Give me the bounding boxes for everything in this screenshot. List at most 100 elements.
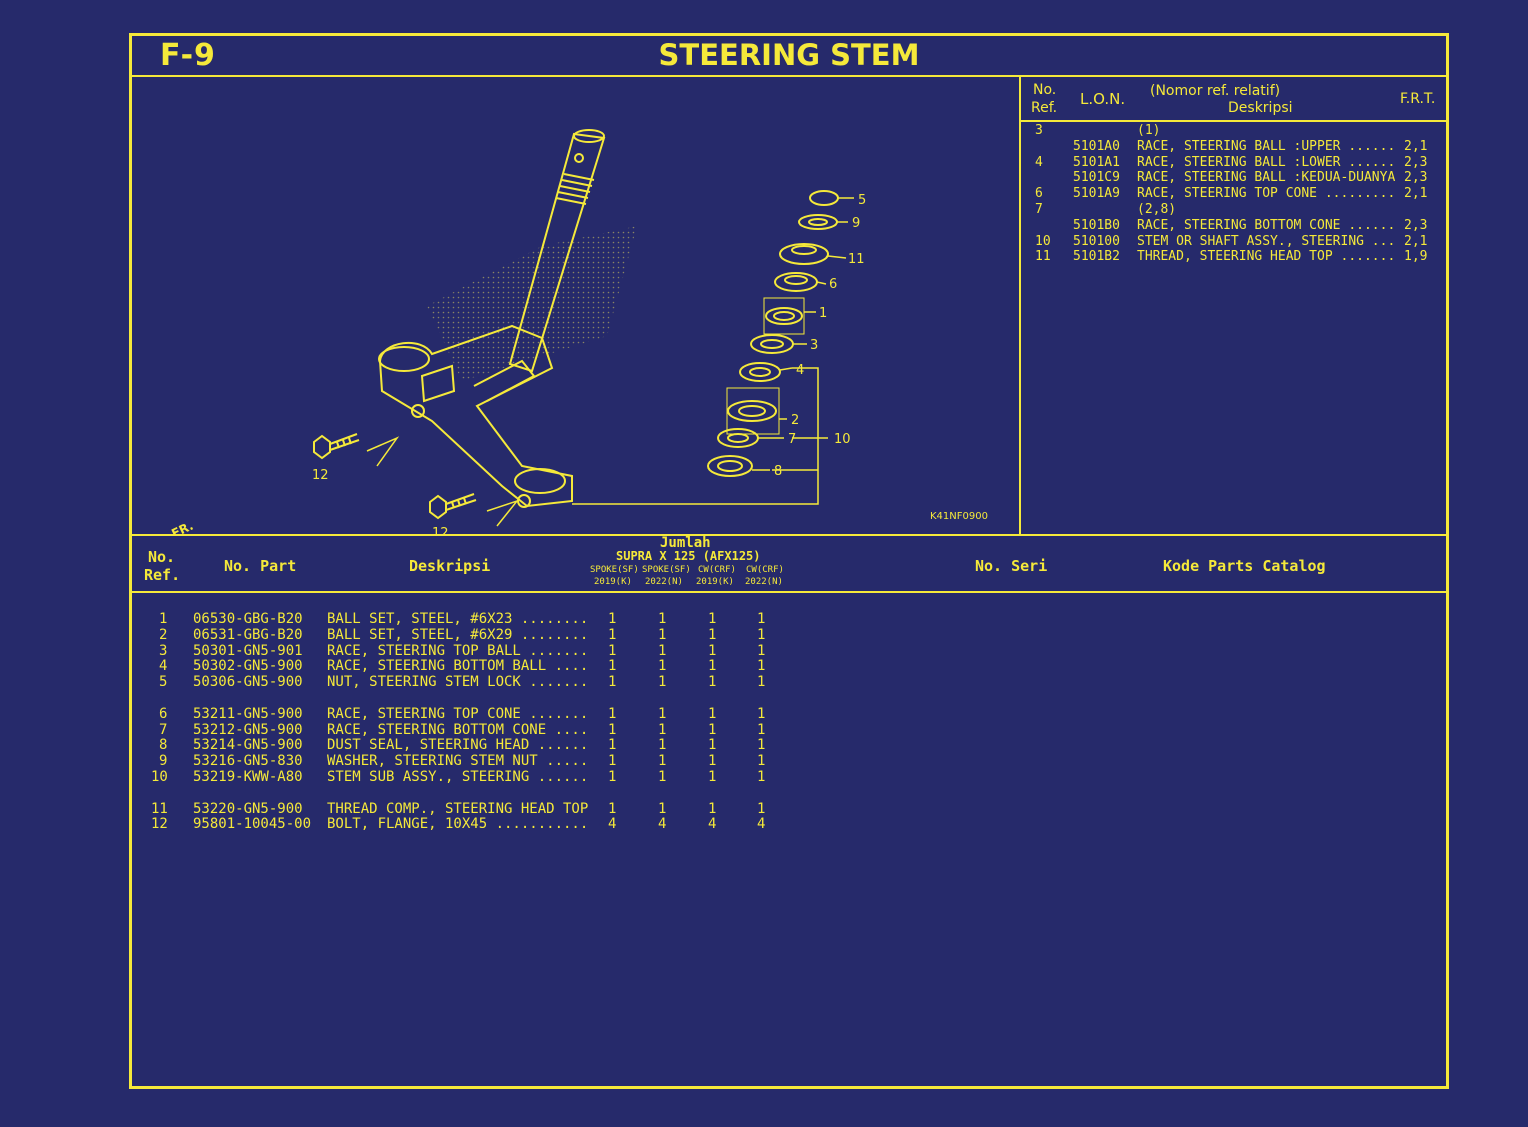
callout-5: 5 [858,193,866,208]
cell-part: 53216-GN5-830 [193,753,303,770]
related-desc: RACE, STEERING BALL :LOWER ...... [1137,154,1396,170]
cell-qty: 4 [608,816,617,833]
cell-part: 53220-GN5-900 [193,800,303,817]
cell-qty: 1 [757,769,766,785]
cell-qty: 1 [658,611,667,627]
col-part-no: No. Part [224,557,297,575]
callout-2: 2 [791,413,799,428]
related-frt: 2,1 [1404,233,1428,249]
col-no-ref-1: No. [148,548,176,566]
cell-qty: 1 [757,753,766,770]
callout-12a: 12 [312,468,329,483]
cell-ref: 1 [159,611,168,627]
cell-qty: 1 [757,721,766,738]
cell-desc: BALL SET, STEEL, #6X29 ........ [327,626,589,643]
cell-qty: 1 [608,705,617,722]
cell-desc: RACE, STEERING TOP CONE ....... [327,705,589,722]
related-ref: 10 [1035,233,1051,249]
related-lon: 5101A0 [1073,138,1120,154]
cell-desc: BOLT, FLANGE, 10X45 ........... [327,816,589,833]
cell-qty: 1 [658,626,667,643]
cell-qty: 1 [658,800,667,817]
related-ref: 3 [1035,123,1043,138]
cell-part: 53211-GN5-900 [193,705,303,722]
cell-part: 53212-GN5-900 [193,721,303,738]
cell-ref: 12 [151,816,168,833]
cell-ref: 9 [159,753,168,770]
col-qty-variant-1: SPOKE(SF) [590,565,639,575]
col-description: Deskripsi [409,557,491,575]
cell-qty: 1 [608,642,617,659]
cell-qty: 1 [608,626,617,643]
cell-qty: 1 [608,674,617,691]
cell-qty: 4 [757,816,766,833]
cell-qty: 1 [658,737,667,754]
cell-qty: 1 [658,753,667,770]
cell-ref: 7 [159,721,168,738]
col-serial-no: No. Seri [975,557,1048,575]
cell-qty: 1 [708,674,717,691]
related-lon: 5101B0 [1073,217,1120,233]
callout-10: 10 [834,432,851,447]
cell-desc: NUT, STEERING STEM LOCK ....... [327,674,589,691]
related-desc: STEM OR SHAFT ASSY., STEERING ... [1137,233,1396,249]
col-qty-year-1: 2019(K) [594,577,632,587]
cell-qty: 1 [757,800,766,817]
steering-stem-shaft [508,129,606,373]
related-frt: 2,1 [1404,186,1428,202]
cell-part: 50302-GN5-900 [193,658,303,675]
cell-qty: 1 [708,769,717,785]
cell-qty: 1 [708,705,717,722]
col-catalog-code: Kode Parts Catalog [1163,557,1326,575]
cell-part: 95801-10045-00 [193,816,312,833]
callout-12b: 12 [432,526,449,534]
related-ref: 6 [1035,186,1043,202]
cell-desc: RACE, STEERING BOTTOM BALL .... [327,658,589,675]
cell-part: 50301-GN5-901 [193,642,303,659]
cell-desc: WASHER, STEERING STEM NUT ..... [327,753,589,770]
diagram-divider [1019,76,1021,535]
cell-qty: 1 [658,642,667,659]
related-desc: (2,8) [1137,202,1177,217]
table-row[interactable]: 12 95801-10045-00 BOLT, FLANGE, 10X45 ....… [132,816,832,832]
cell-qty: 1 [708,753,717,770]
callout-4: 4 [796,363,804,378]
cell-qty: 1 [757,737,766,754]
section-divider [132,534,1446,536]
callout-1: 1 [819,306,827,321]
table-row[interactable]: 9 53216-GN5-830 WASHER, STEERING STEM NUT … [132,753,832,769]
cell-ref: 11 [151,800,168,817]
col-qty-variant-3: CW(CRF) [698,565,736,575]
related-ref: 4 [1035,154,1043,170]
callout-leaders [572,197,854,505]
related-col-desc-top: (Nomor ref. relatif) [1150,83,1281,99]
related-lon: 510100 [1073,233,1120,249]
catalog-page-frame: F-9 STEERING STEM [129,33,1449,1089]
related-frt: 2,3 [1404,154,1428,170]
cell-qty: 1 [608,753,617,770]
cell-qty: 1 [658,674,667,691]
cell-desc: THREAD COMP., STEERING HEAD TOP [327,800,589,817]
cell-part: 53219-KWW-A80 [193,769,303,785]
col-qty-variant-2: SPOKE(SF) [642,565,691,575]
cell-qty: 1 [757,626,766,643]
related-lon: 5101A1 [1073,154,1120,170]
related-col-desc: Deskripsi [1228,100,1293,116]
related-desc: RACE, STEERING BALL :UPPER ...... [1137,138,1396,154]
cell-ref: 2 [159,626,168,643]
cell-part: 53214-GN5-900 [193,737,303,754]
col-qty-year-4: 2022(N) [745,577,783,587]
flange-bolt-upper [313,433,360,460]
exploded-parts-diagram: 5 9 11 6 1 3 4 2 7 10 8 12 12 FR. [169,129,866,534]
cell-qty: 1 [608,721,617,738]
